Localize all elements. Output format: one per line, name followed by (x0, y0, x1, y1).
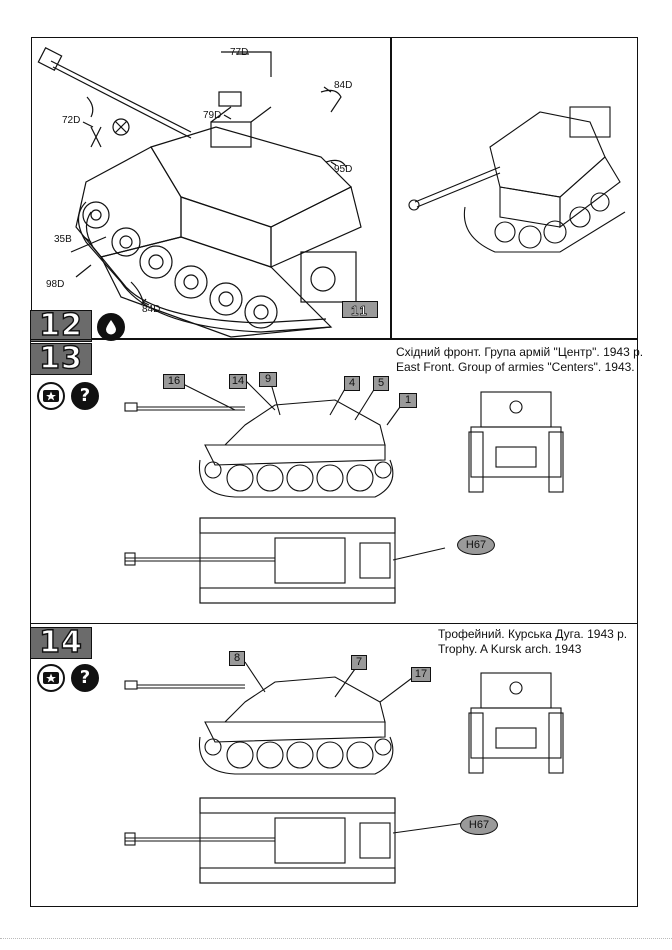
scheme-number-14: 14 (30, 627, 92, 659)
front-view-13 (468, 391, 564, 493)
preview-frame (390, 37, 638, 339)
part-label-77d: 77D (230, 47, 249, 58)
part-label-84d-top: 84D (334, 80, 353, 91)
scheme-14-divider (30, 623, 638, 624)
preview-drawing (408, 106, 626, 253)
callout-4: 4 (344, 376, 360, 391)
question-icon-14: ? (71, 664, 99, 692)
paint-drop-icon (97, 313, 125, 341)
caption-14-ua: Трофейний. Курська Дуга. 1943 р. (438, 627, 628, 641)
part-label-79d: 79D (203, 110, 222, 121)
side-view-14 (124, 661, 421, 775)
callout-5: 5 (373, 376, 389, 391)
step-tag: 11 (342, 301, 378, 318)
part-label-84d-bottom: 84D (142, 304, 161, 315)
lower-frame (30, 339, 638, 907)
part-label-98d: 98D (46, 279, 65, 290)
callout-8: 8 (229, 651, 245, 666)
top-view-13 (124, 517, 446, 604)
scheme-number-12: 12 (30, 310, 92, 342)
star-decal-icon (37, 382, 65, 410)
star-decal-icon-14 (37, 664, 65, 692)
caption-13-ua: Східний фронт. Група армій "Центр". 1943… (396, 345, 644, 359)
side-view-13 (124, 379, 406, 498)
top-view-14 (124, 797, 466, 884)
callout-17: 17 (411, 667, 431, 682)
paint-code-14: H67 (460, 815, 498, 835)
callout-9: 9 (259, 372, 277, 387)
part-label-95d: 95D (334, 164, 353, 175)
caption-14-en: Trophy. A Kursk arch. 1943 (438, 642, 582, 656)
paint-code-13: H67 (457, 535, 495, 555)
page-edge (0, 938, 672, 939)
assembly-drawing (37, 46, 362, 338)
callout-1: 1 (399, 393, 417, 408)
part-label-72d: 72D (62, 115, 81, 126)
question-icon: ? (71, 382, 99, 410)
callout-7: 7 (351, 655, 367, 670)
assembly-frame (31, 37, 392, 339)
callout-16: 16 (163, 374, 185, 389)
scheme-number-13: 13 (30, 343, 92, 375)
callout-14: 14 (229, 374, 247, 389)
part-label-35b: 35B (54, 234, 72, 245)
front-view-14 (468, 672, 564, 774)
caption-13-en: East Front. Group of armies "Centers". 1… (396, 360, 635, 374)
